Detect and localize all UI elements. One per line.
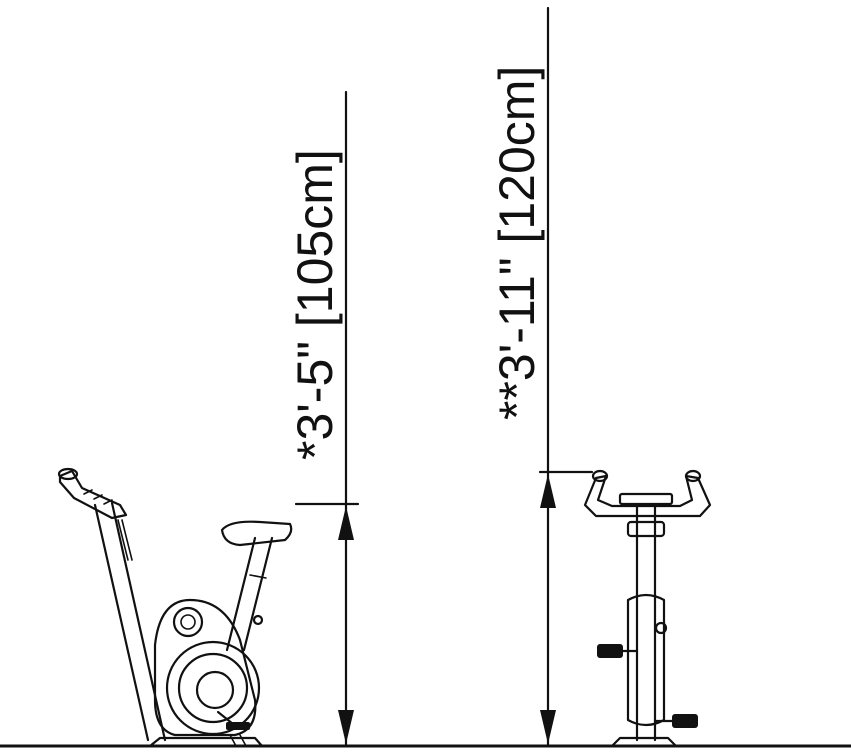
dimension-right-label: **3'-11" [120cm] [489, 66, 545, 420]
bike-side-view [57, 467, 293, 748]
dimension-right: **3'-11" [120cm] [489, 6, 594, 748]
dimension-left: *3'-5" [105cm] [287, 90, 360, 748]
dimension-left-label: *3'-5" [105cm] [287, 149, 343, 460]
bike-front-view [583, 469, 712, 748]
